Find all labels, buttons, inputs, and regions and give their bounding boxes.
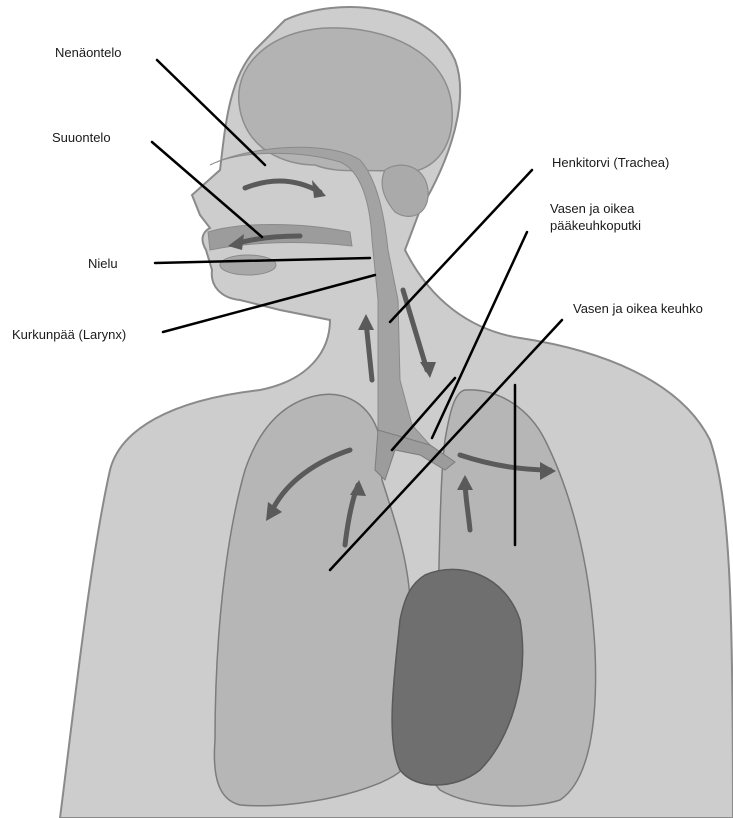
label-main-bronchi: Vasen ja oikea pääkeuhkoputki <box>550 200 700 234</box>
label-trachea: Henkitorvi (Trachea) <box>552 154 669 171</box>
label-oral-cavity: Suuontelo <box>52 129 111 146</box>
tongue <box>220 255 276 275</box>
label-pharynx: Nielu <box>88 255 118 272</box>
label-nasal-cavity: Nenäontelo <box>55 44 122 61</box>
label-larynx: Kurkunpää (Larynx) <box>12 326 126 343</box>
label-lungs: Vasen ja oikea keuhko <box>573 300 703 317</box>
